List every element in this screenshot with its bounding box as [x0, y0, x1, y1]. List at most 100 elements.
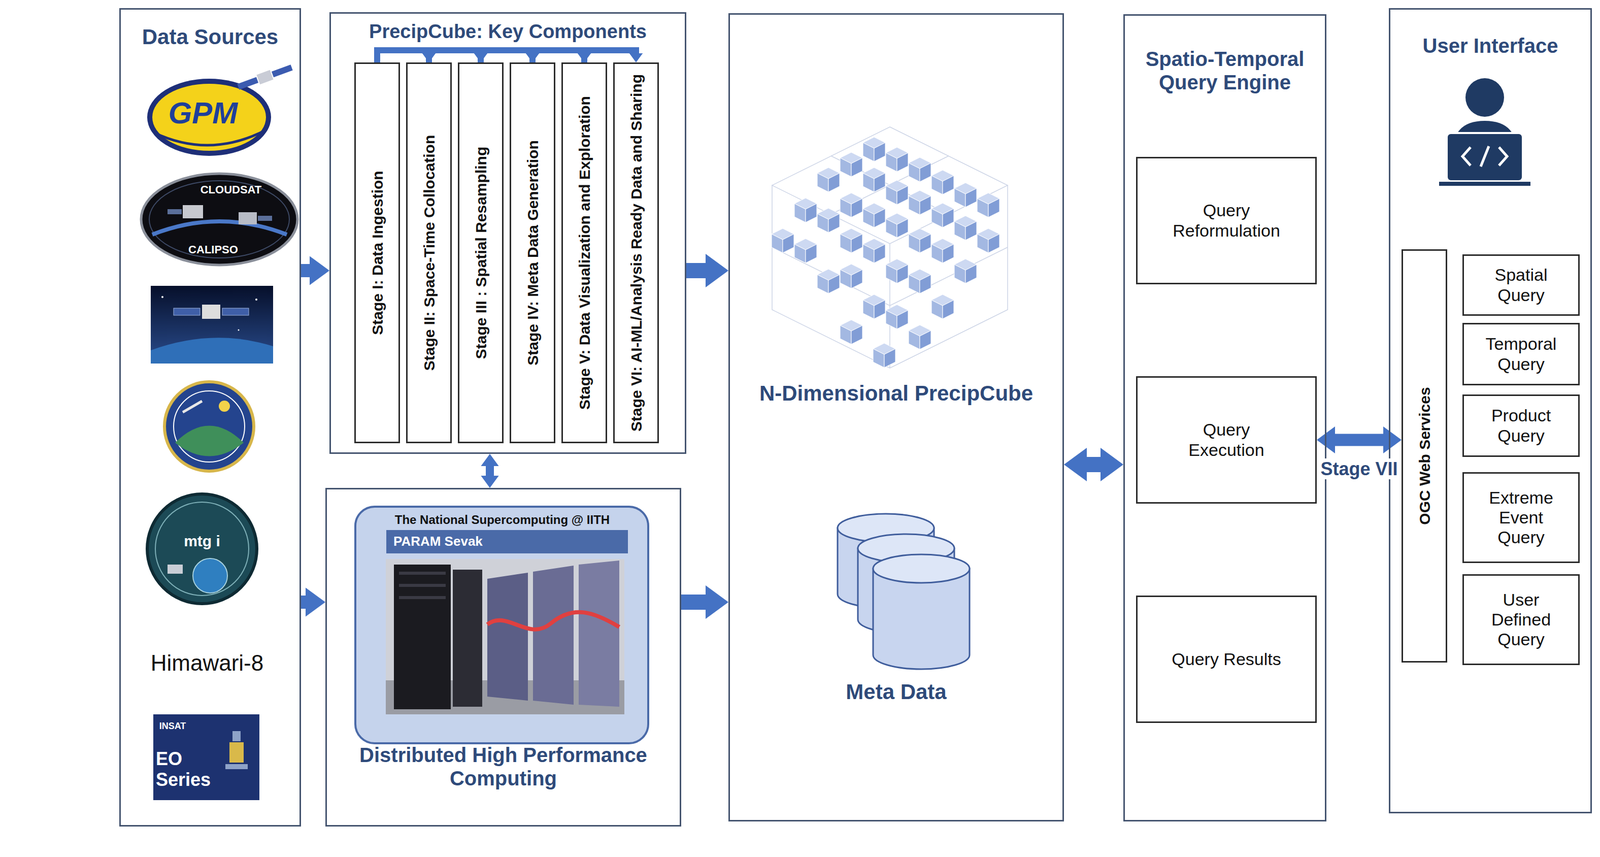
node-title: Query Reformulation	[1165, 200, 1288, 241]
gpm-logo	[147, 62, 294, 156]
query-box: User Defined Query	[1462, 574, 1580, 665]
data-cube-illustration	[817, 167, 840, 192]
panel: The National Supercomputing @ IITHPARAM …	[325, 487, 682, 827]
stage-box: Stage III : Spatial Resampling	[457, 62, 504, 444]
flow-arrow	[301, 595, 306, 609]
satellite-photo	[150, 337, 274, 364]
panel: N-Dimensional PrecipCubeMeta Data	[728, 13, 1064, 822]
connectors	[301, 50, 1384, 603]
node-text: PARAM Sevak	[386, 529, 628, 554]
data-cube-illustration	[817, 208, 840, 233]
satellite-photo	[150, 285, 274, 364]
data-cube-illustration	[885, 147, 909, 172]
query-box: Temporal Query	[1462, 322, 1580, 386]
node-title: Stage VI: AI-ML/Analysis Ready Data and …	[627, 72, 645, 433]
insat-logo	[229, 742, 244, 763]
node-title: User Interface	[1390, 34, 1591, 58]
mtg-logo	[155, 502, 249, 596]
data-cube-illustration	[862, 167, 886, 192]
stage-box: Stage I: Data Ingestion	[354, 62, 400, 444]
data-cube-illustration	[772, 185, 1008, 369]
process-box: Query Reformulation	[1136, 156, 1317, 285]
user-icon	[1439, 78, 1531, 184]
node-title: OGC Web Services	[1416, 259, 1433, 653]
node-title: Extreme Event Query	[1474, 487, 1568, 548]
logo-label: CALIPSO	[188, 243, 239, 256]
gpm-logo	[147, 78, 272, 156]
data-cube-illustration	[977, 192, 1000, 218]
node-title: Stage II: Space-Time Collocation	[420, 72, 438, 433]
gpm-logo	[237, 77, 259, 90]
data-cube-illustration	[908, 228, 931, 253]
node-title: N-Dimensional PrecipCube	[729, 381, 1063, 406]
insat-logo	[232, 730, 241, 742]
cloudsat-calipso-logo	[238, 212, 257, 225]
node-title: Stage IV: Meta Data Generation	[524, 72, 542, 433]
supercomputer-photo	[398, 595, 446, 599]
gpm-logo	[154, 130, 264, 146]
user-icon	[1498, 147, 1508, 166]
flow-arrow	[1335, 434, 1384, 447]
data-cube-illustration	[931, 294, 954, 319]
data-cube-illustration	[840, 228, 863, 253]
node-title: Spatial Query	[1474, 264, 1568, 305]
data-cube-illustration	[794, 197, 817, 223]
stage-box: Stage II: Space-Time Collocation	[406, 62, 452, 444]
service-box: OGC Web Services	[1401, 249, 1448, 663]
data-cube-illustration	[954, 215, 977, 241]
database-cylinders	[873, 554, 970, 583]
data-cube-illustration	[954, 258, 977, 284]
logo-label: CLOUDSAT	[200, 183, 262, 196]
stage-box: Stage V: Data Visualization and Explorat…	[561, 62, 608, 444]
mission-logo	[218, 400, 230, 412]
data-cube-illustration	[885, 213, 909, 238]
data-cube-illustration	[771, 228, 794, 253]
node-text: Meta Data	[729, 679, 1063, 705]
data-cube-illustration	[908, 324, 931, 350]
gpm-logo	[271, 64, 293, 78]
user-icon	[1446, 132, 1523, 182]
logo-label: Himawari-8	[150, 650, 264, 677]
mtg-logo	[192, 558, 228, 593]
insat-logo	[153, 714, 260, 800]
user-icon	[1462, 147, 1471, 166]
satellite-photo	[150, 285, 274, 364]
node-title: Data Sources	[120, 24, 300, 50]
user-icon	[1439, 181, 1531, 186]
data-cube-illustration	[817, 269, 840, 294]
panel: Data Sources	[119, 8, 302, 827]
panel: OGC Web Services Spatial QueryTemporal Qu…	[1388, 8, 1592, 814]
satellite-photo	[161, 295, 164, 298]
supercomputer-photo	[398, 583, 446, 587]
mission-logo	[173, 390, 245, 462]
data-cube-illustration	[772, 126, 1008, 369]
query-box: Extreme Event Query	[1462, 472, 1580, 563]
gpm-logo	[256, 70, 274, 85]
flow-arrow	[532, 50, 585, 63]
data-cube-illustration	[862, 238, 886, 263]
node-title: Distributed High Performance Computing	[326, 743, 680, 790]
cloudsat-calipso-logo	[141, 173, 298, 265]
data-cube-illustration	[840, 192, 863, 218]
flow-arrow	[480, 50, 533, 63]
data-cube-illustration	[908, 269, 931, 294]
flow-arrow	[686, 262, 706, 279]
node-title: Query Results	[1169, 649, 1283, 670]
user-icon	[1480, 146, 1489, 167]
cloudsat-calipso-logo	[257, 215, 273, 221]
flow-arrow	[1086, 456, 1101, 473]
satellite-photo	[202, 304, 221, 319]
supercomputer-photo	[578, 560, 620, 707]
stage-box: Stage IV: Meta Data Generation	[509, 62, 556, 444]
satellite-photo	[173, 308, 200, 316]
stage-box: Stage VI: AI-ML/Analysis Ready Data and …	[613, 62, 659, 444]
mission-logo	[164, 381, 254, 472]
query-box: Product Query	[1462, 394, 1580, 457]
cloudsat-calipso-logo	[167, 209, 182, 215]
mtg-logo	[147, 493, 257, 604]
data-cube-illustration	[908, 190, 931, 215]
logo-label: GPM	[168, 95, 239, 131]
